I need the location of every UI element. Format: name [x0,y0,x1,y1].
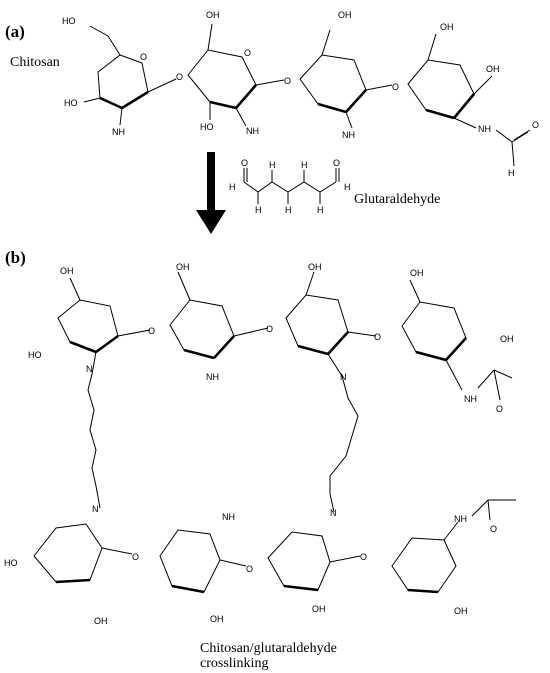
a-o-3: O [244,48,251,58]
b-o-8: O [360,552,367,562]
b-o-1: O [148,326,155,336]
crosslinked-network: OH OH OH OH HO O O O OH NH N N NH O N N … [4,262,516,626]
b-nh-1: NH [206,372,219,382]
chitosan-label: Chitosan [10,55,60,70]
gluta-h1: H [255,205,262,215]
gluta-h2: H [269,160,276,170]
b-nh-4: NH [454,514,467,524]
b-o-7: O [246,564,253,574]
gluta-h5: H [317,205,324,215]
b-o-3: O [374,332,381,342]
b-oh-3: OH [308,262,322,272]
gluta-o2: O [333,158,340,168]
a-o-6: O [532,120,539,130]
a-ho-3: HO [200,122,214,132]
gluta-h3: H [285,205,292,215]
gluta-h7: H [344,182,351,192]
gluta-h6: H [229,182,236,192]
glutaraldehyde-label: Glutaraldehyde [354,192,441,207]
reaction-arrow [196,152,226,234]
panel-b-label: (b) [5,248,26,267]
b-n-4: N [330,508,337,518]
b-oh-5: OH [500,334,514,344]
a-nh-4: NH [478,124,491,134]
b-nh-2: NH [464,394,477,404]
b-n-1: N [86,364,93,374]
chitosan-chain: HO HO NH O O OH O NH HO O OH NH O OH OH … [62,10,539,178]
crosslinking-caption-line2: crosslinking [200,656,269,671]
b-oh-6: OH [94,616,108,626]
b-n-2: N [340,372,347,382]
b-oh-4: OH [410,268,424,278]
a-o-4: O [284,76,291,86]
a-ho-2: HO [64,98,78,108]
a-oh-4: OH [486,64,500,74]
b-o-2: O [266,324,273,334]
b-o-5: O [490,524,497,534]
crosslinking-caption-line1: Chitosan/glutaraldehyde [200,641,337,656]
a-oh-3: OH [440,22,454,32]
glutaraldehyde-structure: O O H H H H H H H [229,158,351,215]
b-nh-3: NH [222,512,235,522]
b-oh-7: OH [210,614,224,624]
a-oh-2: OH [338,10,352,20]
a-nh-1: NH [112,127,125,137]
b-oh-8: OH [312,604,326,614]
b-oh-1: OH [60,266,74,276]
a-o-1: O [140,52,147,62]
b-n-3: N [92,504,99,514]
b-o-6: O [132,552,139,562]
a-nh-3: NH [342,130,355,140]
a-oh-1: OH [206,10,220,20]
b-ho-1: HO [28,350,42,360]
b-o-4: O [496,404,503,414]
a-ho-1: HO [62,16,76,26]
a-h-1: H [508,168,515,178]
b-oh-9: OH [454,606,468,616]
gluta-h4: H [301,160,308,170]
a-o-5: O [392,82,399,92]
b-oh-2: OH [176,262,190,272]
gluta-o1: O [241,158,248,168]
a-nh-2: NH [246,126,259,136]
b-ho-2: HO [4,558,18,568]
panel-a-label: (a) [5,22,25,41]
a-o-2: O [176,72,183,82]
